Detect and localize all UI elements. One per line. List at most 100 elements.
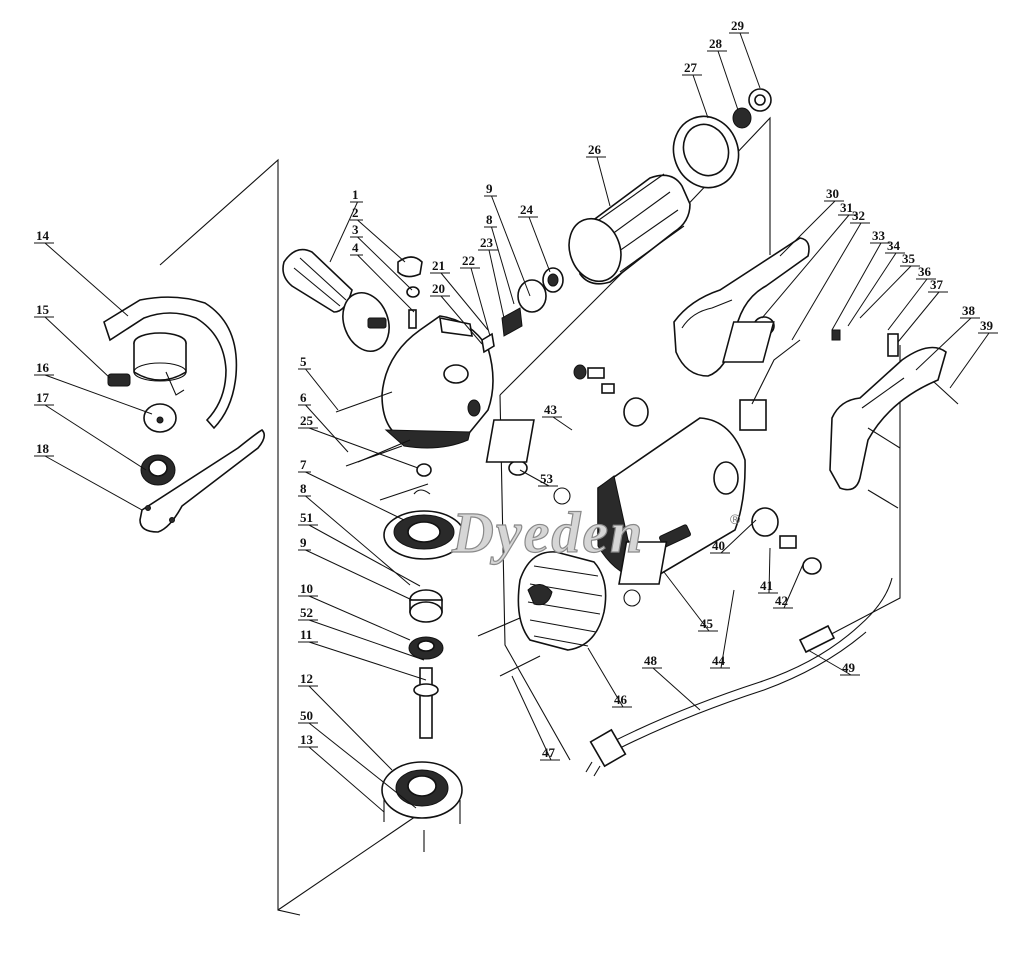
watermark: Dyeden ®	[450, 499, 741, 565]
callout-label: 21	[432, 258, 445, 273]
callout-label: 49	[842, 660, 856, 675]
handle-cover	[829, 346, 947, 491]
callout-leader	[440, 272, 489, 331]
callout-30: 30	[779, 186, 844, 257]
callout-leader	[720, 589, 735, 669]
callout-label: 34	[887, 238, 901, 253]
callout-40: 40	[710, 519, 757, 554]
callout-28: 28	[707, 36, 739, 111]
callout-label: 33	[872, 228, 886, 243]
callout-leader	[491, 195, 531, 297]
callout-1: 1	[329, 187, 363, 263]
callout-41: 41	[758, 547, 778, 594]
callout-leader	[739, 32, 761, 89]
callout-4: 4	[350, 240, 415, 313]
watermark-registered-mark: ®	[730, 511, 741, 527]
callout-46: 46	[587, 647, 632, 708]
callout-label: 27	[684, 60, 698, 75]
fan	[568, 217, 622, 283]
callout-label: 22	[462, 253, 475, 268]
callout-21: 21	[430, 258, 489, 331]
callout-leader	[308, 722, 417, 809]
callout-36: 36	[887, 264, 936, 331]
callout-leader	[308, 685, 393, 771]
callout-3: 3	[350, 222, 413, 291]
side-handle-group	[282, 248, 423, 352]
callout-label: 12	[300, 671, 313, 686]
callout-leader	[357, 254, 415, 313]
callout-label: 10	[300, 581, 313, 596]
callout-9b: 9	[298, 535, 413, 601]
callout-leader	[783, 561, 805, 609]
callout-26: 26	[586, 142, 611, 207]
callout-leader	[308, 641, 427, 681]
callout-16: 16	[34, 360, 153, 415]
callout-38: 38	[915, 303, 980, 371]
callout-label: 15	[36, 302, 50, 317]
callout-leader	[768, 547, 771, 594]
callout-leader	[305, 495, 411, 586]
callout-label: 7	[300, 457, 307, 472]
side-handle	[282, 248, 353, 313]
callout-label: 8	[486, 212, 493, 227]
callout-label: 48	[644, 653, 658, 668]
callout-50: 50	[298, 708, 417, 809]
callout-leader	[779, 200, 836, 257]
callout-leader	[511, 675, 552, 761]
callout-label: 32	[852, 208, 865, 223]
callout-label: 1	[352, 187, 359, 202]
callout-label: 42	[775, 593, 788, 608]
callout-label: 9	[486, 181, 493, 196]
callout-39: 39	[949, 318, 998, 389]
callout-15: 15	[34, 302, 111, 379]
callout-label: 20	[432, 281, 445, 296]
callout-leader	[519, 469, 550, 487]
callout-label: 45	[700, 616, 714, 631]
spindle-stack	[381, 510, 465, 852]
wheel-guard-group	[103, 296, 266, 533]
callout-8b: 8	[484, 212, 515, 305]
callout-label: 43	[544, 402, 558, 417]
callout-leader	[717, 50, 739, 111]
stator	[517, 551, 607, 651]
callout-33: 33	[831, 228, 890, 331]
brush-group	[485, 364, 822, 585]
spanner-wrench	[139, 429, 266, 533]
guard-clamp-screw	[107, 373, 131, 387]
callout-leader	[357, 219, 406, 263]
power-cord	[611, 577, 893, 743]
callout-label: 51	[300, 510, 313, 525]
callout-leader	[761, 214, 850, 319]
callout-52: 52	[298, 605, 425, 661]
callout-leader	[308, 595, 411, 641]
callout-47: 47	[511, 675, 560, 761]
callout-2: 2	[350, 205, 406, 263]
callout-leader	[308, 619, 425, 661]
callout-label: 2	[352, 205, 359, 220]
callout-label: 50	[300, 708, 313, 723]
callout-label: 9	[300, 535, 307, 550]
callout-label: 39	[980, 318, 994, 333]
callout-27: 27	[682, 60, 709, 119]
callout-leader	[308, 427, 419, 469]
callout-leader	[791, 222, 862, 341]
callout-leader	[587, 647, 624, 708]
callout-42: 42	[773, 561, 805, 609]
callout-35: 35	[859, 251, 920, 319]
callout-leader	[692, 74, 709, 119]
callout-label: 44	[712, 653, 726, 668]
handle-disc	[342, 292, 390, 352]
callout-leader	[470, 267, 491, 337]
callout-label: 26	[588, 142, 602, 157]
callout-label: 6	[300, 390, 307, 405]
callout-label: 3	[352, 222, 359, 237]
callout-leader	[596, 156, 611, 207]
callout-13: 13	[298, 732, 385, 813]
callout-label: 47	[542, 745, 556, 760]
callout-20: 20	[430, 281, 483, 345]
callout-45: 45	[663, 571, 718, 632]
callout-label: 30	[826, 186, 839, 201]
callout-label: 46	[614, 692, 628, 707]
